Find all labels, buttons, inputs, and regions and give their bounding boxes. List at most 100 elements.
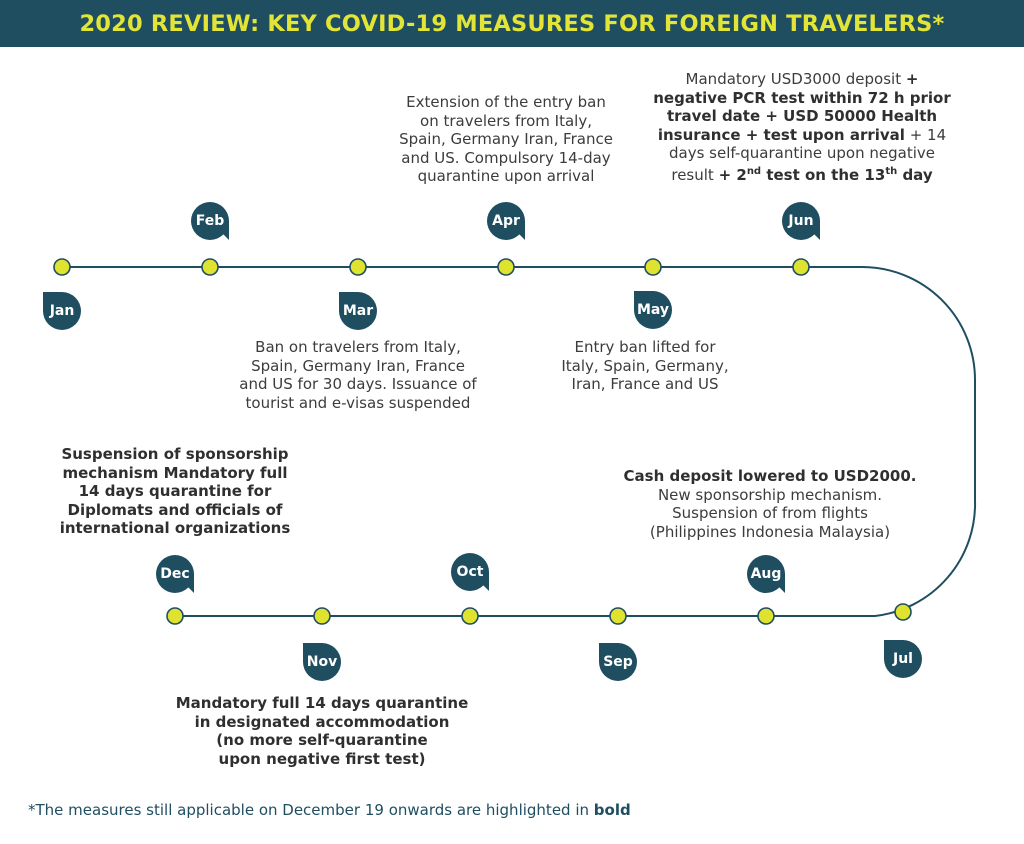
note-bold: negative PCR test within 72 h prior xyxy=(653,88,951,107)
note-line: quarantine upon arrival xyxy=(417,167,595,185)
marker-bubble xyxy=(43,292,81,330)
marker-bubble xyxy=(339,292,377,330)
note-line: Iran, France and US xyxy=(571,375,719,393)
note-line: Ban on travelers from Italy, xyxy=(255,338,461,356)
note-line: Diplomats and officials of xyxy=(67,500,283,519)
note-line: Spain, Germany Iran, France xyxy=(251,356,465,375)
note-line: in designated accommodation xyxy=(194,712,450,731)
month-marker-jun: Jun xyxy=(781,201,821,241)
note-line: Italy, Spain, Germany, xyxy=(561,356,729,375)
note-line: New sponsorship mechanism. xyxy=(657,485,883,504)
note-line: on travelers from Italy, xyxy=(420,111,592,130)
timeline-dot-oct xyxy=(461,607,479,625)
month-marker-dec: Dec xyxy=(155,554,195,594)
timeline-dot-jan xyxy=(53,258,71,276)
note-line: days self-quarantine upon negative xyxy=(669,144,935,162)
note-line: Mandatory full 14 days quarantine xyxy=(175,694,469,712)
note-line: insurance + test upon arrival + 14 xyxy=(632,126,972,145)
note-line: (no more self-quarantine xyxy=(216,731,428,749)
note-apr: Extension of the entry ban on travelers … xyxy=(356,93,656,186)
marker-bubble xyxy=(747,555,785,593)
timeline-dot-jun xyxy=(792,258,810,276)
month-marker-oct: Oct xyxy=(450,552,490,592)
note-line: Suspension of sponsorship xyxy=(61,445,289,463)
timeline-dot-apr xyxy=(497,258,515,276)
month-marker-apr: Apr xyxy=(486,201,526,241)
month-marker-feb: Feb xyxy=(190,201,230,241)
timeline-dot-nov xyxy=(313,607,331,625)
note-text: + 14 xyxy=(904,125,947,144)
month-label: Mar xyxy=(342,303,374,319)
month-label: Dec xyxy=(160,566,190,582)
marker-bubble xyxy=(487,202,525,240)
marker-bubble xyxy=(634,291,672,329)
note-line: Suspension of from flights xyxy=(672,504,868,522)
note-line: travel date + USD 50000 Health xyxy=(632,107,972,126)
month-label: Sep xyxy=(603,654,633,670)
month-label: Nov xyxy=(306,654,338,670)
note-jun: Mandatory USD3000 deposit + negative PCR… xyxy=(632,70,972,184)
note-line: and US for 30 days. Issuance of xyxy=(239,375,477,393)
timeline-dot-aug xyxy=(757,607,775,625)
marker-bubble xyxy=(451,553,489,591)
month-label: Apr xyxy=(492,213,520,229)
note-bold: test on the 13 xyxy=(761,165,886,184)
note-line: Spain, Germany Iran, France xyxy=(399,130,613,148)
note-bold: + xyxy=(905,70,919,88)
timeline-dot-feb xyxy=(201,258,219,276)
month-marker-jan: Jan xyxy=(42,291,82,331)
note-line: Mandatory USD3000 deposit + xyxy=(632,70,972,89)
footnote-bold: bold xyxy=(593,801,631,819)
month-marker-aug: Aug xyxy=(746,554,786,594)
timeline-dot-mar xyxy=(349,258,367,276)
month-label: Jan xyxy=(49,303,75,319)
note-nov: Mandatory full 14 days quarantine in des… xyxy=(162,694,482,768)
note-superscript: th xyxy=(885,165,898,177)
note-aug: Cash deposit lowered to USD2000. New spo… xyxy=(600,467,940,541)
note-superscript: nd xyxy=(746,165,762,177)
note-line: result + 2nd test on the 13th day xyxy=(632,163,972,185)
note-line: mechanism Mandatory full xyxy=(62,463,288,482)
month-label: Oct xyxy=(456,564,484,580)
month-marker-may: May xyxy=(633,290,673,330)
note-line: (Philippines Indonesia Malaysia) xyxy=(649,522,891,541)
month-marker-sep: Sep xyxy=(598,642,638,682)
note-line: 14 days quarantine for xyxy=(78,482,272,500)
month-marker-jul: Jul xyxy=(883,639,923,679)
note-text: result xyxy=(671,165,719,184)
note-line: international organizations xyxy=(59,519,291,537)
note-line: upon negative first test) xyxy=(218,749,426,768)
timeline-line xyxy=(62,266,977,617)
timeline-dot-jul xyxy=(894,603,912,621)
month-label: Jun xyxy=(788,213,814,229)
month-marker-nov: Nov xyxy=(302,642,342,682)
month-label: May xyxy=(636,302,670,318)
timeline-dot-dec xyxy=(166,607,184,625)
note-bold: day xyxy=(897,165,933,184)
month-marker-mar: Mar xyxy=(338,291,378,331)
timeline-dot-sep xyxy=(609,607,627,625)
note-bold: travel date + USD 50000 Health xyxy=(666,107,938,125)
note-mar: Ban on travelers from Italy, Spain, Germ… xyxy=(208,338,508,412)
note-line: tourist and e-visas suspended xyxy=(245,393,471,412)
note-bold: + 2 xyxy=(718,165,747,184)
page-title: 2020 REVIEW: KEY COVID-19 MEASURES FOR F… xyxy=(79,10,945,37)
note-dec: Suspension of sponsorship mechanism Mand… xyxy=(35,445,315,538)
timeline-dot-may xyxy=(644,258,662,276)
footnote-text: *The measures still applicable on Decemb… xyxy=(28,801,594,819)
note-text: Mandatory USD3000 deposit xyxy=(685,70,906,88)
note-line: Extension of the entry ban xyxy=(406,93,606,111)
note-line: negative PCR test within 72 h prior xyxy=(632,89,972,108)
month-label: Feb xyxy=(195,213,225,229)
note-may: Entry ban lifted for Italy, Spain, Germa… xyxy=(525,338,765,394)
marker-bubble xyxy=(303,643,341,681)
header-banner: 2020 REVIEW: KEY COVID-19 MEASURES FOR F… xyxy=(0,0,1024,47)
month-label: Jul xyxy=(893,651,913,667)
marker-bubble xyxy=(782,202,820,240)
note-line: and US. Compulsory 14-day xyxy=(401,148,611,167)
note-line: Cash deposit lowered to USD2000. xyxy=(623,467,917,485)
footnote: *The measures still applicable on Decemb… xyxy=(28,801,631,819)
note-bold: insurance + test upon arrival xyxy=(657,125,905,144)
marker-bubble xyxy=(191,202,229,240)
